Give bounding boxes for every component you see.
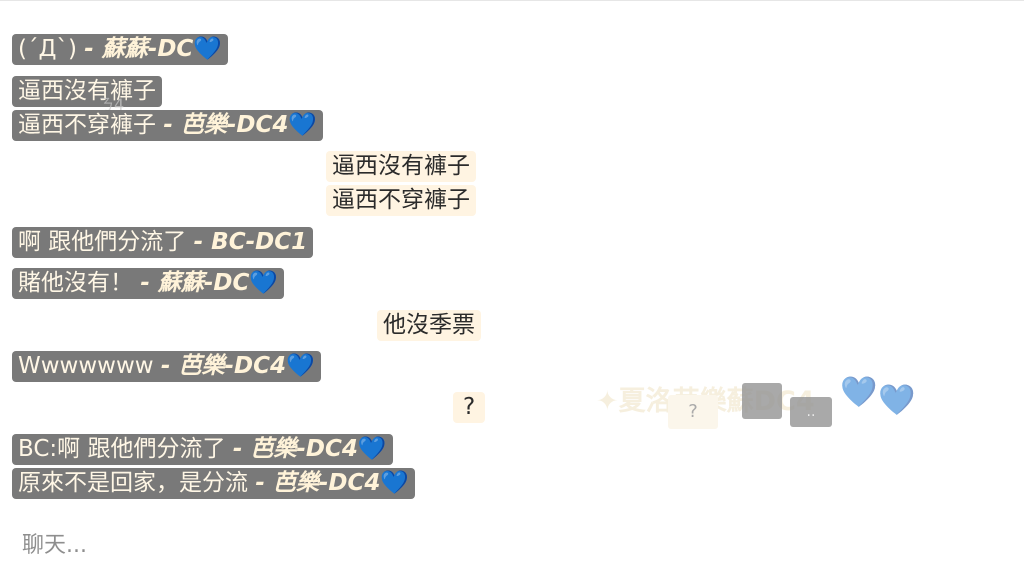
chat-message: (´Д`) - 蘇蘇-DC💙	[12, 34, 228, 65]
chat-message: BC:啊 跟他們分流了 - 芭樂-DC4💙	[12, 434, 393, 465]
message-text: 逼西沒有褲子	[18, 78, 156, 104]
heart-icon: 💙	[357, 436, 387, 462]
chat-message-self: 逼西沒有褲子	[326, 151, 476, 182]
heart-icon: 💙	[193, 36, 222, 62]
chat-message: 逼西沒有褲子	[12, 76, 162, 107]
chat-message-self: 他沒季票	[377, 310, 481, 341]
ghost-box-dots: ..	[790, 397, 832, 427]
message-sender: - 芭樂-DC4	[160, 353, 286, 379]
message-text: 逼西不穿褲子	[18, 112, 156, 138]
chat-message: 啊 跟他們分流了 - BC-DC1	[12, 227, 314, 258]
message-sender: - 芭樂-DC4	[232, 436, 358, 462]
chat-message-self: ?	[453, 392, 486, 423]
chat-message: 賭他沒有！ - 蘇蘇-DC💙	[12, 268, 285, 299]
message-text: 逼西不穿褲子	[332, 187, 470, 213]
message-text: 賭他沒有！	[18, 270, 133, 296]
heart-icon: 💙	[840, 375, 878, 410]
ghost-question: ?	[668, 395, 718, 429]
chat-message: Wwwwwww - 芭樂-DC4💙	[12, 351, 321, 382]
message-sender: - 蘇蘇-DC	[84, 36, 194, 62]
message-sender: - 芭樂-DC4	[163, 112, 289, 138]
message-text: (´Д`)	[18, 36, 77, 62]
message-text: 他沒季票	[383, 312, 475, 338]
message-text: 原來不是回家，是分流	[18, 470, 248, 496]
fading-message-overlay: ✦夏洛芭樂蘇DC4 ? .. 💙 💙	[596, 373, 926, 433]
chat-message-self: 逼西不穿褲子	[326, 185, 476, 216]
overlap-text: ㄋ4	[98, 95, 125, 114]
message-text: BC:啊 跟他們分流了	[18, 436, 226, 462]
message-sender: - BC-DC1	[193, 229, 308, 255]
ghost-box	[742, 383, 782, 419]
heart-icon: 💙	[249, 270, 279, 296]
heart-icon: 💙	[380, 470, 410, 496]
message-sender: - 蘇蘇-DC	[140, 270, 250, 296]
heart-icon: 💙	[878, 383, 916, 418]
chat-message: 逼西不穿褲子 - 芭樂-DC4💙	[12, 110, 324, 141]
message-text: ?	[463, 394, 476, 420]
chat-input[interactable]	[10, 523, 1024, 567]
message-text: 逼西沒有褲子	[332, 153, 470, 179]
message-text: 啊 跟他們分流了	[18, 229, 187, 255]
message-text: Wwwwwww	[18, 353, 154, 379]
message-sender: - 芭樂-DC4	[255, 470, 381, 496]
chat-message: 原來不是回家，是分流 - 芭樂-DC4💙	[12, 468, 416, 499]
heart-icon: 💙	[288, 112, 318, 138]
heart-icon: 💙	[286, 353, 315, 379]
